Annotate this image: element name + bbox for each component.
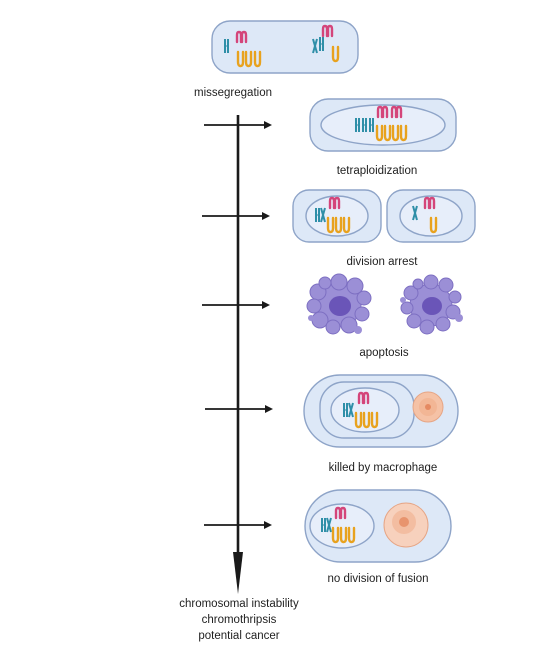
- label-macrophage: killed by macrophage: [329, 462, 438, 474]
- label-division-arrest: division arrest: [347, 256, 419, 268]
- outcome-line-2: chromothripsis: [202, 614, 277, 626]
- label-no-division: no division of fusion: [327, 573, 428, 585]
- branch-arrows: [202, 121, 273, 529]
- macrophage-engulfment: [303, 374, 459, 448]
- division-arrest-cells: [292, 189, 476, 243]
- branch-arrow-tetraploidization: [204, 121, 272, 129]
- apoptotic-cell-right: [400, 274, 463, 335]
- label-apoptosis: apoptosis: [359, 347, 408, 359]
- branch-arrow-division-arrest: [202, 212, 270, 220]
- branch-arrow-apoptosis: [202, 301, 270, 309]
- fused-nucleus: [383, 502, 429, 548]
- apoptotic-cell-left: [306, 273, 372, 335]
- missegregation-cell: [211, 20, 359, 74]
- outcome-line-3: potential cancer: [198, 630, 279, 642]
- label-tetraploidization: tetraploidization: [337, 165, 418, 177]
- outcome-line-1: chromosomal instability: [179, 598, 299, 610]
- macrophage-nucleus: [412, 391, 444, 423]
- fusion-cell: [304, 489, 452, 563]
- branch-arrow-macrophage: [205, 405, 273, 413]
- timeline-arrow: [233, 115, 243, 594]
- label-missegregation: missegregation: [194, 87, 272, 99]
- apoptotic-cells: [306, 273, 463, 335]
- branch-arrow-no-division: [204, 521, 272, 529]
- tetraploidization-cell: [309, 98, 457, 152]
- outcome-text: chromosomal instability chromothripsis p…: [179, 598, 299, 642]
